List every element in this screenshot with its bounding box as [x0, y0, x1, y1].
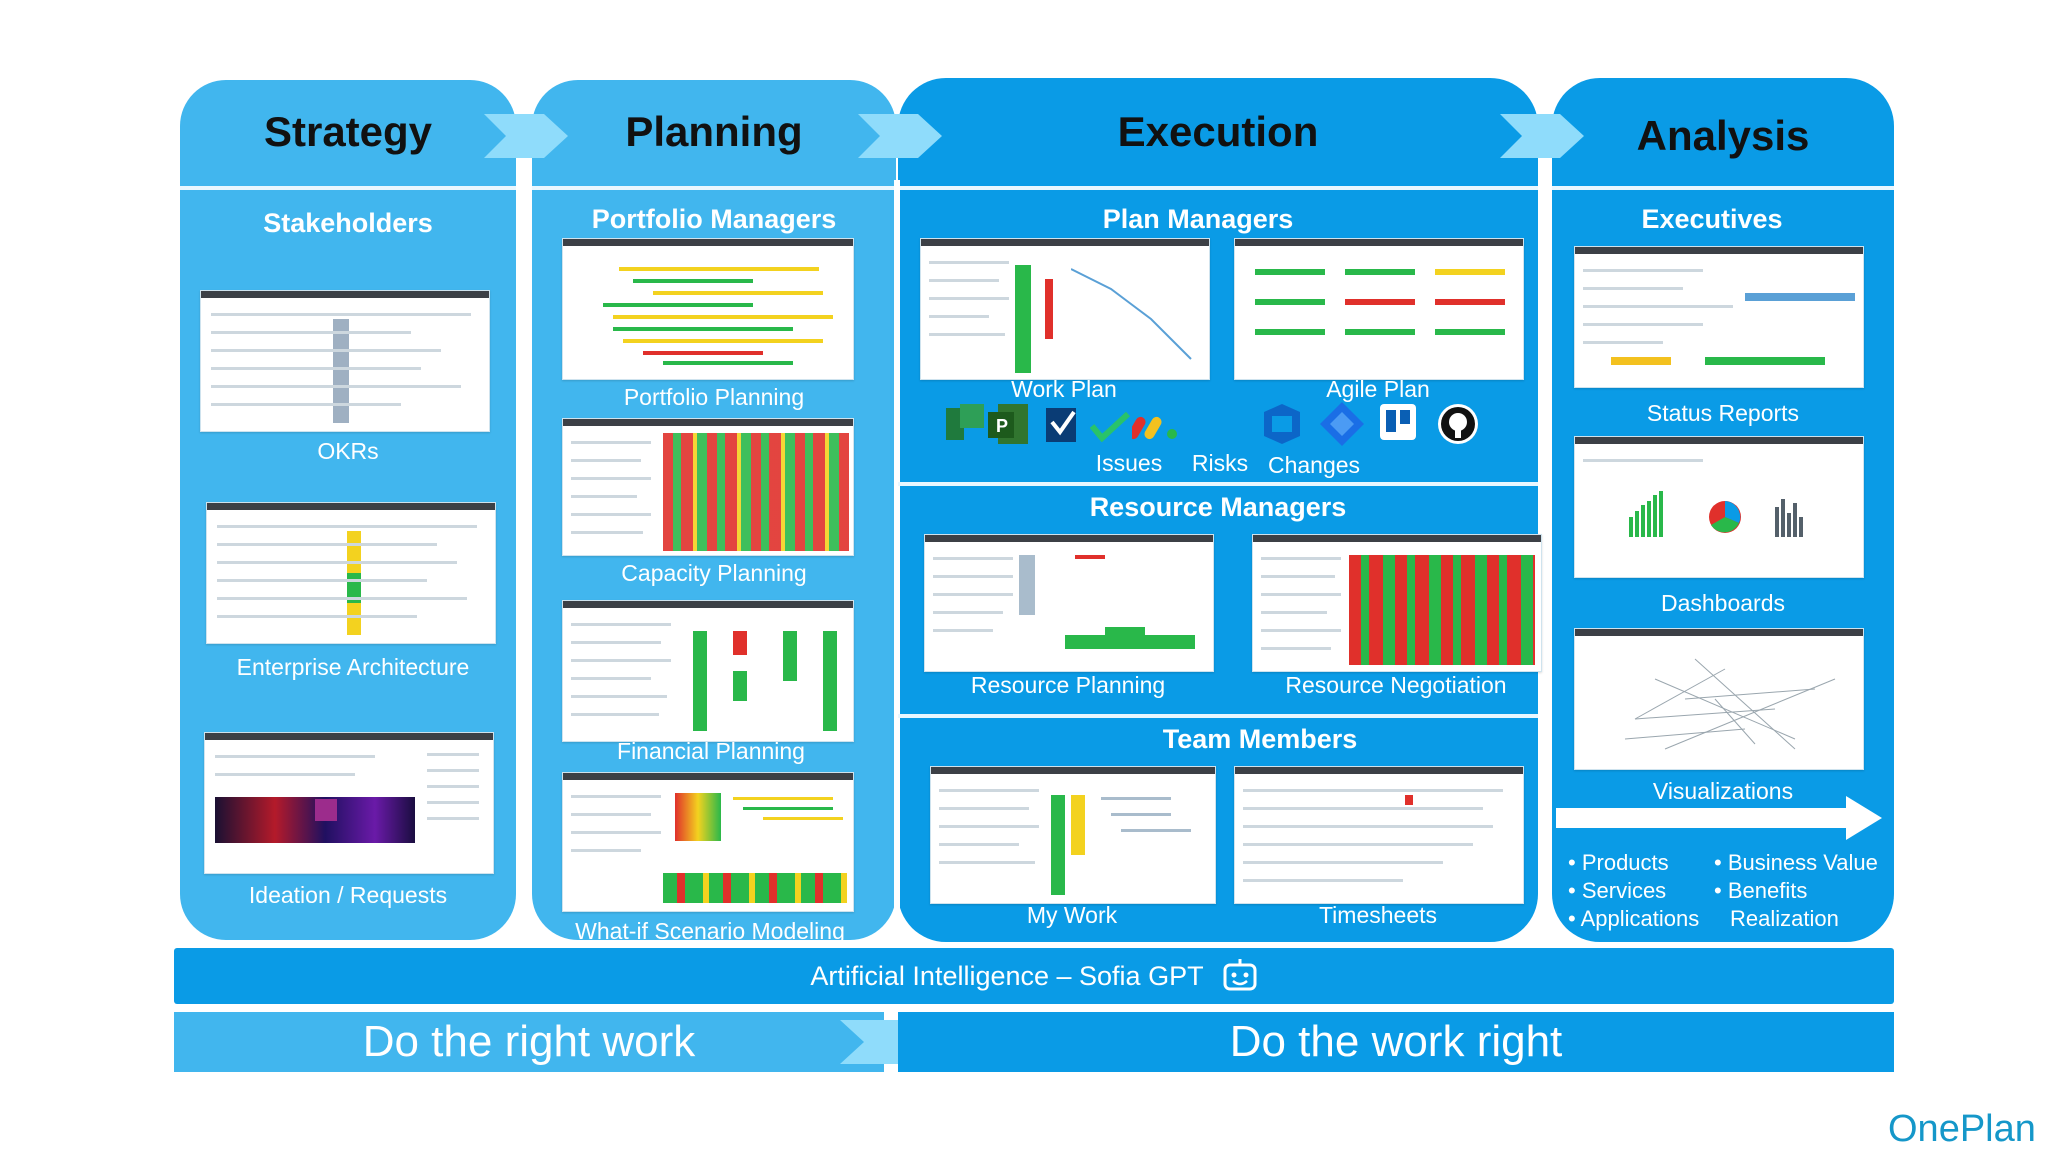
col-gap-1 — [516, 180, 532, 940]
status-reports-screenshot — [1574, 246, 1864, 388]
azure-devops-icon — [1046, 408, 1076, 442]
do-the-work-right-bar: Do the work right — [898, 1012, 1894, 1072]
visualizations-screenshot — [1574, 628, 1864, 770]
status-reports-label: Status Reports — [1646, 400, 1800, 426]
bullet-products: • Products — [1568, 850, 1669, 875]
enterprise-architecture-screenshot — [206, 502, 496, 644]
dashboards-label: Dashboards — [1660, 590, 1786, 616]
project-icon — [946, 404, 984, 440]
col-gap-3 — [1538, 180, 1552, 940]
smartsheet-icon — [1090, 411, 1130, 442]
col-gap-2 — [894, 180, 900, 940]
arrow-right-icon — [1556, 796, 1882, 840]
strategy-role: Stakeholders — [263, 208, 433, 238]
ideation-screenshot — [204, 732, 494, 874]
portfolio-planning-screenshot — [562, 238, 854, 380]
planning-title: Planning — [625, 108, 803, 155]
do-the-right-work-label: Do the right work — [362, 1017, 696, 1066]
chevron-icon — [484, 114, 568, 158]
work-plan-label: Work Plan — [1011, 376, 1117, 402]
capacity-planning-screenshot — [562, 418, 854, 556]
ai-bar-label: Artificial Intelligence – Sofia GPT — [810, 960, 1204, 991]
changes-label: Changes — [1267, 452, 1361, 478]
chevron-icon — [858, 114, 942, 158]
do-the-work-right-label: Do the work right — [1229, 1017, 1563, 1066]
ideation-label: Ideation / Requests — [248, 882, 448, 908]
robot-icon — [1223, 959, 1257, 991]
strategy-header-divider — [180, 186, 516, 190]
issues-label: Issues — [1095, 450, 1163, 476]
oneplan-logo: OnePlan — [1888, 1108, 2036, 1150]
execution-divider-1 — [898, 482, 1538, 486]
what-if-label: What-if Scenario Modeling — [575, 918, 845, 944]
execution-title: Execution — [1117, 108, 1319, 155]
execution-header-divider — [898, 186, 1538, 190]
work-plan-screenshot — [920, 238, 1210, 380]
financial-planning-label: Financial Planning — [617, 738, 805, 764]
strategy-title: Strategy — [263, 108, 433, 155]
github-icon — [1438, 404, 1478, 444]
azure-boards-icon — [1264, 404, 1300, 444]
svg-text:P: P — [996, 416, 1008, 436]
bullet-business-value: • Business Value — [1714, 850, 1878, 875]
timesheets-screenshot — [1234, 766, 1524, 904]
planner-icon: P — [988, 404, 1028, 444]
my-work-screenshot — [930, 766, 1216, 904]
agile-plan-label: Agile Plan — [1326, 376, 1430, 402]
financial-planning-screenshot — [562, 600, 854, 742]
my-work-label: My Work — [1026, 902, 1118, 928]
planning-header-divider — [532, 186, 896, 190]
resource-negotiation-label: Resource Negotiation — [1285, 672, 1507, 698]
jira-icon — [1320, 402, 1364, 446]
resource-planning-label: Resource Planning — [970, 672, 1166, 698]
visualizations-label: Visualizations — [1652, 778, 1794, 804]
analysis-title: Analysis — [1636, 112, 1810, 159]
risks-label: Risks — [1191, 450, 1249, 476]
capacity-planning-label: Capacity Planning — [621, 560, 807, 586]
dashboards-screenshot — [1574, 436, 1864, 578]
bullet-realization: Realization — [1730, 906, 1839, 931]
resource-managers-role: Resource Managers — [1089, 492, 1347, 522]
monday-icon — [1132, 416, 1177, 440]
bullet-benefits: • Benefits — [1714, 878, 1808, 903]
plan-managers-role: Plan Managers — [1102, 204, 1294, 234]
analysis-role: Executives — [1641, 204, 1783, 234]
do-the-right-work-bar: Do the right work — [174, 1012, 884, 1072]
enterprise-architecture-label: Enterprise Architecture — [236, 654, 470, 680]
resource-negotiation-screenshot — [1252, 534, 1542, 672]
agile-plan-screenshot — [1234, 238, 1524, 380]
portfolio-planning-label: Portfolio Planning — [623, 384, 805, 410]
resource-planning-screenshot — [924, 534, 1214, 672]
chevron-icon — [1500, 114, 1584, 158]
timesheets-label: Timesheets — [1318, 902, 1438, 928]
bullet-applications: • Applications — [1568, 906, 1700, 931]
okrs-screenshot — [200, 290, 490, 432]
analysis-header-divider — [1552, 186, 1894, 190]
team-members-role: Team Members — [1162, 724, 1358, 754]
planning-role: Portfolio Managers — [591, 204, 837, 234]
okrs-label: OKRs — [317, 438, 379, 464]
trello-icon — [1380, 404, 1416, 440]
what-if-screenshot — [562, 772, 854, 912]
bullet-services: • Services — [1568, 878, 1667, 903]
ai-bar: Artificial Intelligence – Sofia GPT — [174, 948, 1894, 1004]
execution-divider-2 — [898, 714, 1538, 718]
